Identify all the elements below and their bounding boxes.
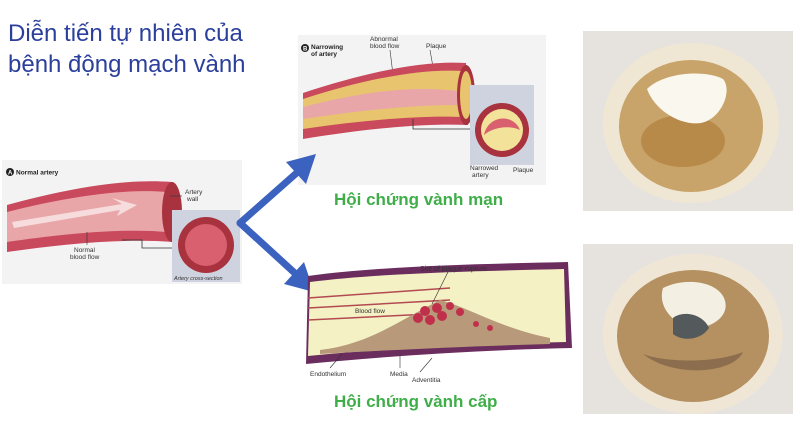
normal-artery-heading: Normal artery	[16, 170, 59, 177]
branch-arrows	[236, 154, 316, 292]
narrowed-artery-label-1: Narrowed	[470, 165, 499, 172]
plaque-rupture-figure: Site of plaque rupture Blood flow Endoth…	[300, 258, 575, 384]
narrowing-heading-2: of artery	[311, 51, 337, 58]
narrowed-lumen	[303, 88, 458, 119]
cross-section-lumen	[185, 224, 227, 266]
cross-section-label: Artery cross-section	[173, 276, 223, 282]
abnormal-flow-label-1: Abnormal	[370, 36, 398, 43]
narrowed-artery-label-2: artery	[472, 172, 489, 179]
page-title: Diễn tiến tự nhiên của bệnh động mạch và…	[8, 18, 246, 80]
title-line-2: bệnh động mạch vành	[8, 51, 246, 78]
arrow-up-head	[286, 154, 316, 184]
plaque-bottom-label: Plaque	[513, 167, 534, 174]
plaque-top-label: Plaque	[426, 43, 447, 50]
thrombus	[673, 313, 709, 339]
plaque-core	[320, 300, 550, 354]
badge-circle	[6, 168, 14, 176]
normal-artery-figure: A Normal artery Artery wall Normal blood…	[2, 160, 242, 284]
narrowing-heading-1: Narrowing	[311, 44, 343, 51]
plaque-rupture-drawing: Site of plaque rupture Blood flow Endoth…	[306, 262, 572, 384]
endothelium-label: Endothelium	[310, 371, 346, 378]
media-label: Media	[390, 371, 408, 378]
narrowed-artery-figure: B Narrowing of artery Abnormal blood flo…	[298, 35, 546, 185]
narrowed-artery-drawing: B Narrowing of artery Abnormal blood flo…	[301, 36, 534, 179]
artery-wall-label-2: wall	[186, 196, 199, 203]
badge-b: B	[303, 47, 308, 53]
caption-chronic: Hội chứng vành mạn	[334, 190, 504, 209]
flow-arrow	[12, 198, 137, 228]
arrow-down-head	[284, 262, 314, 292]
normal-artery-drawing: A Normal artery Artery wall Normal blood…	[6, 168, 240, 282]
ruptured-plaque-photo	[583, 244, 793, 414]
residual-lumen	[647, 73, 727, 124]
caption-acute: Hội chứng vành cấp	[334, 392, 498, 411]
normal-flow-label-1: Normal	[74, 247, 96, 254]
abnormal-flow-label-2: blood flow	[370, 43, 400, 50]
adventitia-label: Adventitia	[412, 377, 441, 384]
artery-wall-label-1: Artery	[185, 189, 203, 196]
blood-flow-label: Blood flow	[355, 308, 385, 315]
normal-flow-label-2: blood flow	[70, 254, 100, 261]
title-line-1: Diễn tiến tự nhiên của	[8, 20, 243, 47]
arrow-down-shaft	[236, 219, 302, 280]
site-of-rupture-label: Site of plaque rupture	[420, 266, 487, 273]
arrow-up-shaft	[236, 166, 304, 227]
badge-a: A	[8, 171, 13, 177]
stable-plaque-photo	[583, 31, 793, 211]
